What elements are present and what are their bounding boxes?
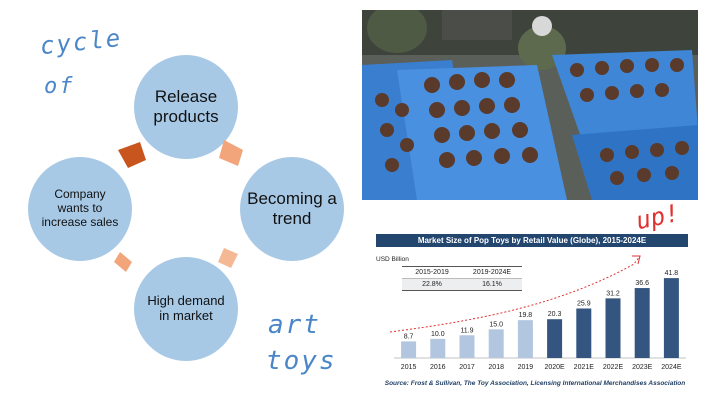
bar-value-label: 25.9 [577,301,591,308]
x-tick-label: 2018 [488,364,504,371]
bar-value-label: 15.0 [489,321,503,328]
cycle-arrows [114,140,243,272]
cagr-value: 16.1% [462,278,522,291]
x-tick-label: 2022E [603,364,624,371]
bar-value-label: 36.6 [635,280,649,287]
x-tick-label: 2015 [401,364,417,371]
photo-illustration [362,10,698,200]
annotation-up: up! [633,198,682,236]
bar-2020E [547,319,563,358]
cycle-step-release: Release products [134,55,238,159]
cycle-step-company: Company wants to increase sales [28,157,132,261]
x-tick-label: 2023E [632,364,653,371]
bar-2024E [663,278,679,358]
x-tick-label: 2016 [430,364,446,371]
handwriting-of: of [44,74,75,99]
x-tick-label: 2021E [574,364,595,371]
cagr-table: 2015-2019 2019-2024E 22.8% 16.1% [402,266,522,291]
cagr-header: 2015-2019 [402,266,462,279]
bar-2017 [459,335,475,358]
bar-2023E [634,288,650,358]
bar-2019 [517,320,533,358]
chart-title-bar: Market Size of Pop Toys by Retail Value … [376,234,688,247]
chart-title: Market Size of Pop Toys by Retail Value … [417,236,647,245]
x-tick-label: 2020E [544,364,565,371]
handwriting-toys: toys [266,346,337,376]
x-tick-label: 2019 [518,364,534,371]
bar-value-label: 19.8 [519,312,533,319]
bar-value-label: 8.7 [404,333,414,340]
bar-value-label: 31.2 [606,290,620,297]
bar-2022E [605,298,621,358]
arrow-icon [218,248,238,268]
market-size-chart: Market Size of Pop Toys by Retail Value … [372,234,698,396]
x-tick-label: 2024E [661,364,682,371]
handwriting-art: art [268,310,321,340]
cagr-value: 22.8% [402,278,462,291]
bar-2015 [401,341,417,358]
bar-value-label: 11.9 [460,327,473,334]
chart-source: Source: Frost & Sullivan, The Toy Associ… [384,380,686,387]
y-axis-label: USD Billion [376,256,409,263]
bar-2016 [430,338,446,358]
bar-value-label: 10.0 [431,331,445,338]
cycle-step-label: Company wants to increase sales [41,187,119,229]
cycle-step-demand: High demand in market [134,257,238,361]
bar-2021E [576,308,592,358]
cycle-step-label: Release products [153,87,219,126]
bar-value-label: 20.3 [548,311,562,318]
cycle-step-trend: Becoming a trend [240,157,344,261]
arrow-icon [219,140,243,166]
trend-arrow [389,255,641,333]
cycle-step-label: Becoming a trend [247,189,337,228]
bar-2018 [488,329,504,358]
arrow-icon [114,252,132,272]
x-tick-label: 2017 [459,364,475,371]
bar-value-label: 41.8 [665,270,679,277]
arrow-icon [118,142,146,168]
photo-toy-production [362,10,698,200]
chart-plot: 8.7 2015 10.0 2016 11.9 2017 15.0 2018 19.8 2019 2… [389,255,686,371]
cagr-header: 2019-2024E [462,266,522,279]
cycle-step-label: High demand in market [147,293,225,323]
trend-arrow-head-icon [632,255,641,265]
